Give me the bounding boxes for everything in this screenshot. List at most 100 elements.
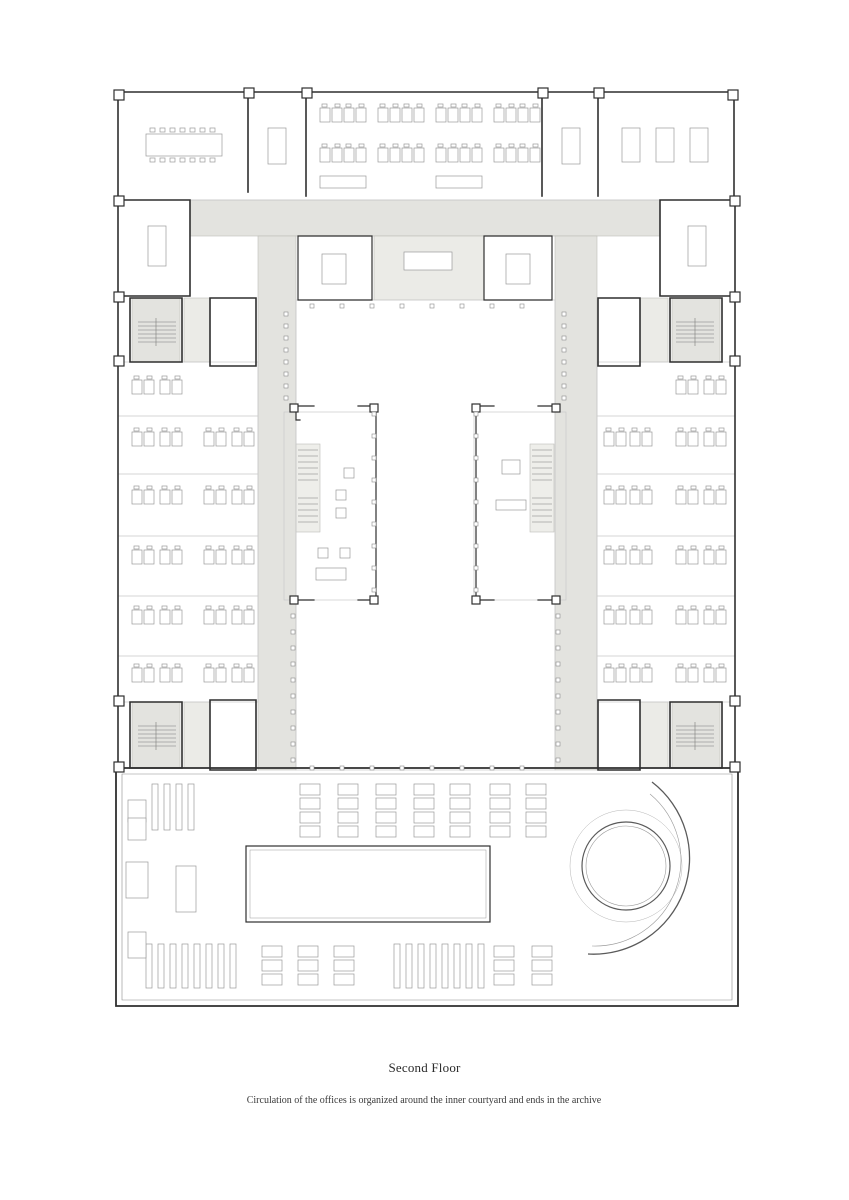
wall-archive	[115, 767, 739, 1007]
archive-desk	[449, 797, 471, 810]
wall-core-sw	[209, 699, 257, 771]
desk	[447, 107, 459, 123]
chair	[233, 663, 240, 668]
desk	[171, 549, 183, 565]
desk-bench	[435, 175, 483, 189]
chair	[705, 375, 712, 380]
columns	[113, 87, 741, 773]
desk	[615, 489, 627, 505]
table	[175, 865, 197, 913]
desk	[203, 431, 215, 447]
archive-desk	[333, 959, 355, 972]
column-marker	[283, 359, 289, 365]
archive-shelf	[193, 943, 201, 989]
column-marker	[555, 693, 561, 699]
desk	[171, 431, 183, 447]
desk	[377, 147, 389, 163]
column-marker	[561, 311, 567, 317]
chair	[159, 157, 166, 163]
inner-courtyard	[295, 299, 556, 771]
chair	[631, 427, 638, 432]
chair	[437, 143, 444, 148]
chair	[508, 143, 515, 148]
stair-west-atrium	[295, 443, 321, 533]
desk-cluster	[689, 127, 709, 163]
desk	[629, 667, 641, 683]
chair	[605, 427, 612, 432]
chair	[403, 143, 410, 148]
chair	[495, 143, 502, 148]
chair	[218, 427, 225, 432]
column-marker	[290, 757, 296, 763]
desk	[687, 489, 699, 505]
chair	[618, 485, 625, 490]
desk	[517, 147, 529, 163]
rotunda-inner-ring	[581, 821, 671, 911]
chair	[174, 545, 181, 550]
rotunda-inner-ring	[585, 825, 667, 907]
stair-treads	[138, 318, 714, 750]
chair	[246, 427, 253, 432]
column-marker	[429, 765, 435, 771]
chair	[246, 663, 253, 668]
desk	[243, 489, 255, 505]
archive-desk	[413, 797, 435, 810]
archive-shelf	[181, 943, 189, 989]
archive-desk	[531, 945, 553, 958]
chair	[474, 103, 481, 108]
chair	[644, 605, 651, 610]
desk	[159, 667, 171, 683]
desk	[675, 489, 687, 505]
chair	[718, 545, 725, 550]
chair	[146, 545, 153, 550]
chair	[209, 127, 216, 133]
column-marker	[473, 543, 479, 549]
sofa	[315, 567, 347, 581]
column-marker	[561, 335, 567, 341]
desk	[215, 609, 227, 625]
desk	[159, 431, 171, 447]
column-marker	[290, 629, 296, 635]
east-atrium	[473, 411, 567, 601]
chair	[495, 103, 502, 108]
chair	[246, 485, 253, 490]
archive-desk	[337, 811, 359, 824]
desk	[131, 609, 143, 625]
desk	[715, 379, 727, 395]
wall-core-ne	[597, 297, 641, 367]
chair	[690, 375, 697, 380]
column-marker	[473, 411, 479, 417]
archive-shelf	[151, 783, 159, 831]
archive-shelf	[145, 943, 153, 989]
corridor-north	[189, 199, 661, 237]
archive-desk	[261, 959, 283, 972]
wall-nw-room	[117, 199, 191, 297]
desk	[641, 667, 653, 683]
desk	[629, 609, 641, 625]
wall-archive-inner	[121, 773, 733, 1001]
column-marker	[309, 765, 315, 771]
desk	[131, 431, 143, 447]
chair	[532, 143, 539, 148]
chair	[218, 605, 225, 610]
desk	[529, 147, 541, 163]
desk	[159, 609, 171, 625]
floor-plan-drawing	[113, 87, 741, 1007]
chair	[146, 663, 153, 668]
desk	[675, 379, 687, 395]
desk	[687, 379, 699, 395]
chair	[358, 103, 365, 108]
desk	[687, 549, 699, 565]
desk	[319, 107, 331, 123]
corridor-west	[257, 235, 297, 771]
desk	[687, 431, 699, 447]
archive-desk	[525, 783, 547, 796]
desk	[715, 609, 727, 625]
chair	[644, 663, 651, 668]
desk	[143, 549, 155, 565]
chair	[179, 127, 186, 133]
archive-desk	[493, 973, 515, 986]
table	[495, 499, 527, 511]
desk	[171, 667, 183, 683]
chair	[233, 605, 240, 610]
